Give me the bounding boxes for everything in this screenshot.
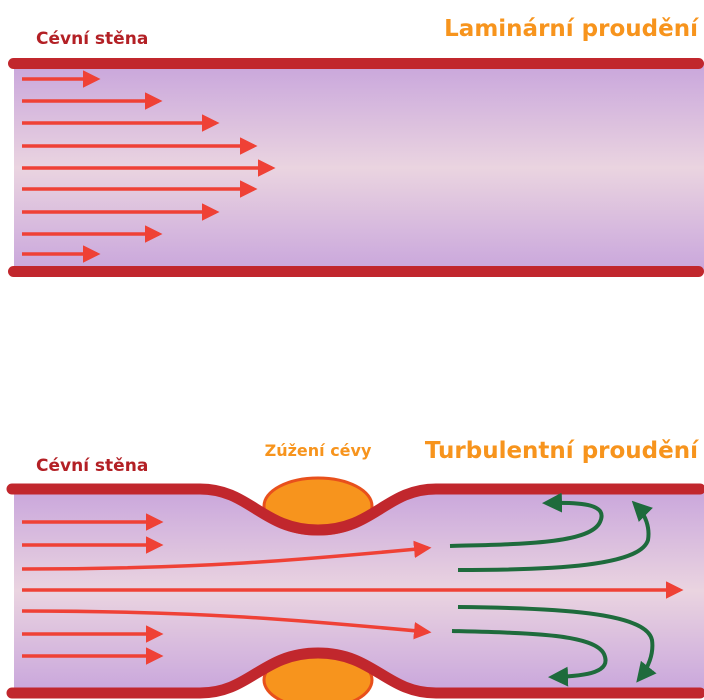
turbulent-wall-label: Cévní stěna [36,456,148,476]
laminar-title: Laminární proudění [444,16,699,42]
narrowing-label: Zúžení cévy [265,441,372,460]
turbulent-panel: Turbulentní proudění Zúžení cévy Cévní s… [12,438,704,700]
turbulent-title: Turbulentní proudění [425,438,699,464]
laminar-bottom-wall [8,266,704,277]
laminar-top-wall [8,58,704,69]
laminar-panel: Laminární proudění Cévní stěna [8,16,704,277]
laminar-wall-label: Cévní stěna [36,29,148,49]
